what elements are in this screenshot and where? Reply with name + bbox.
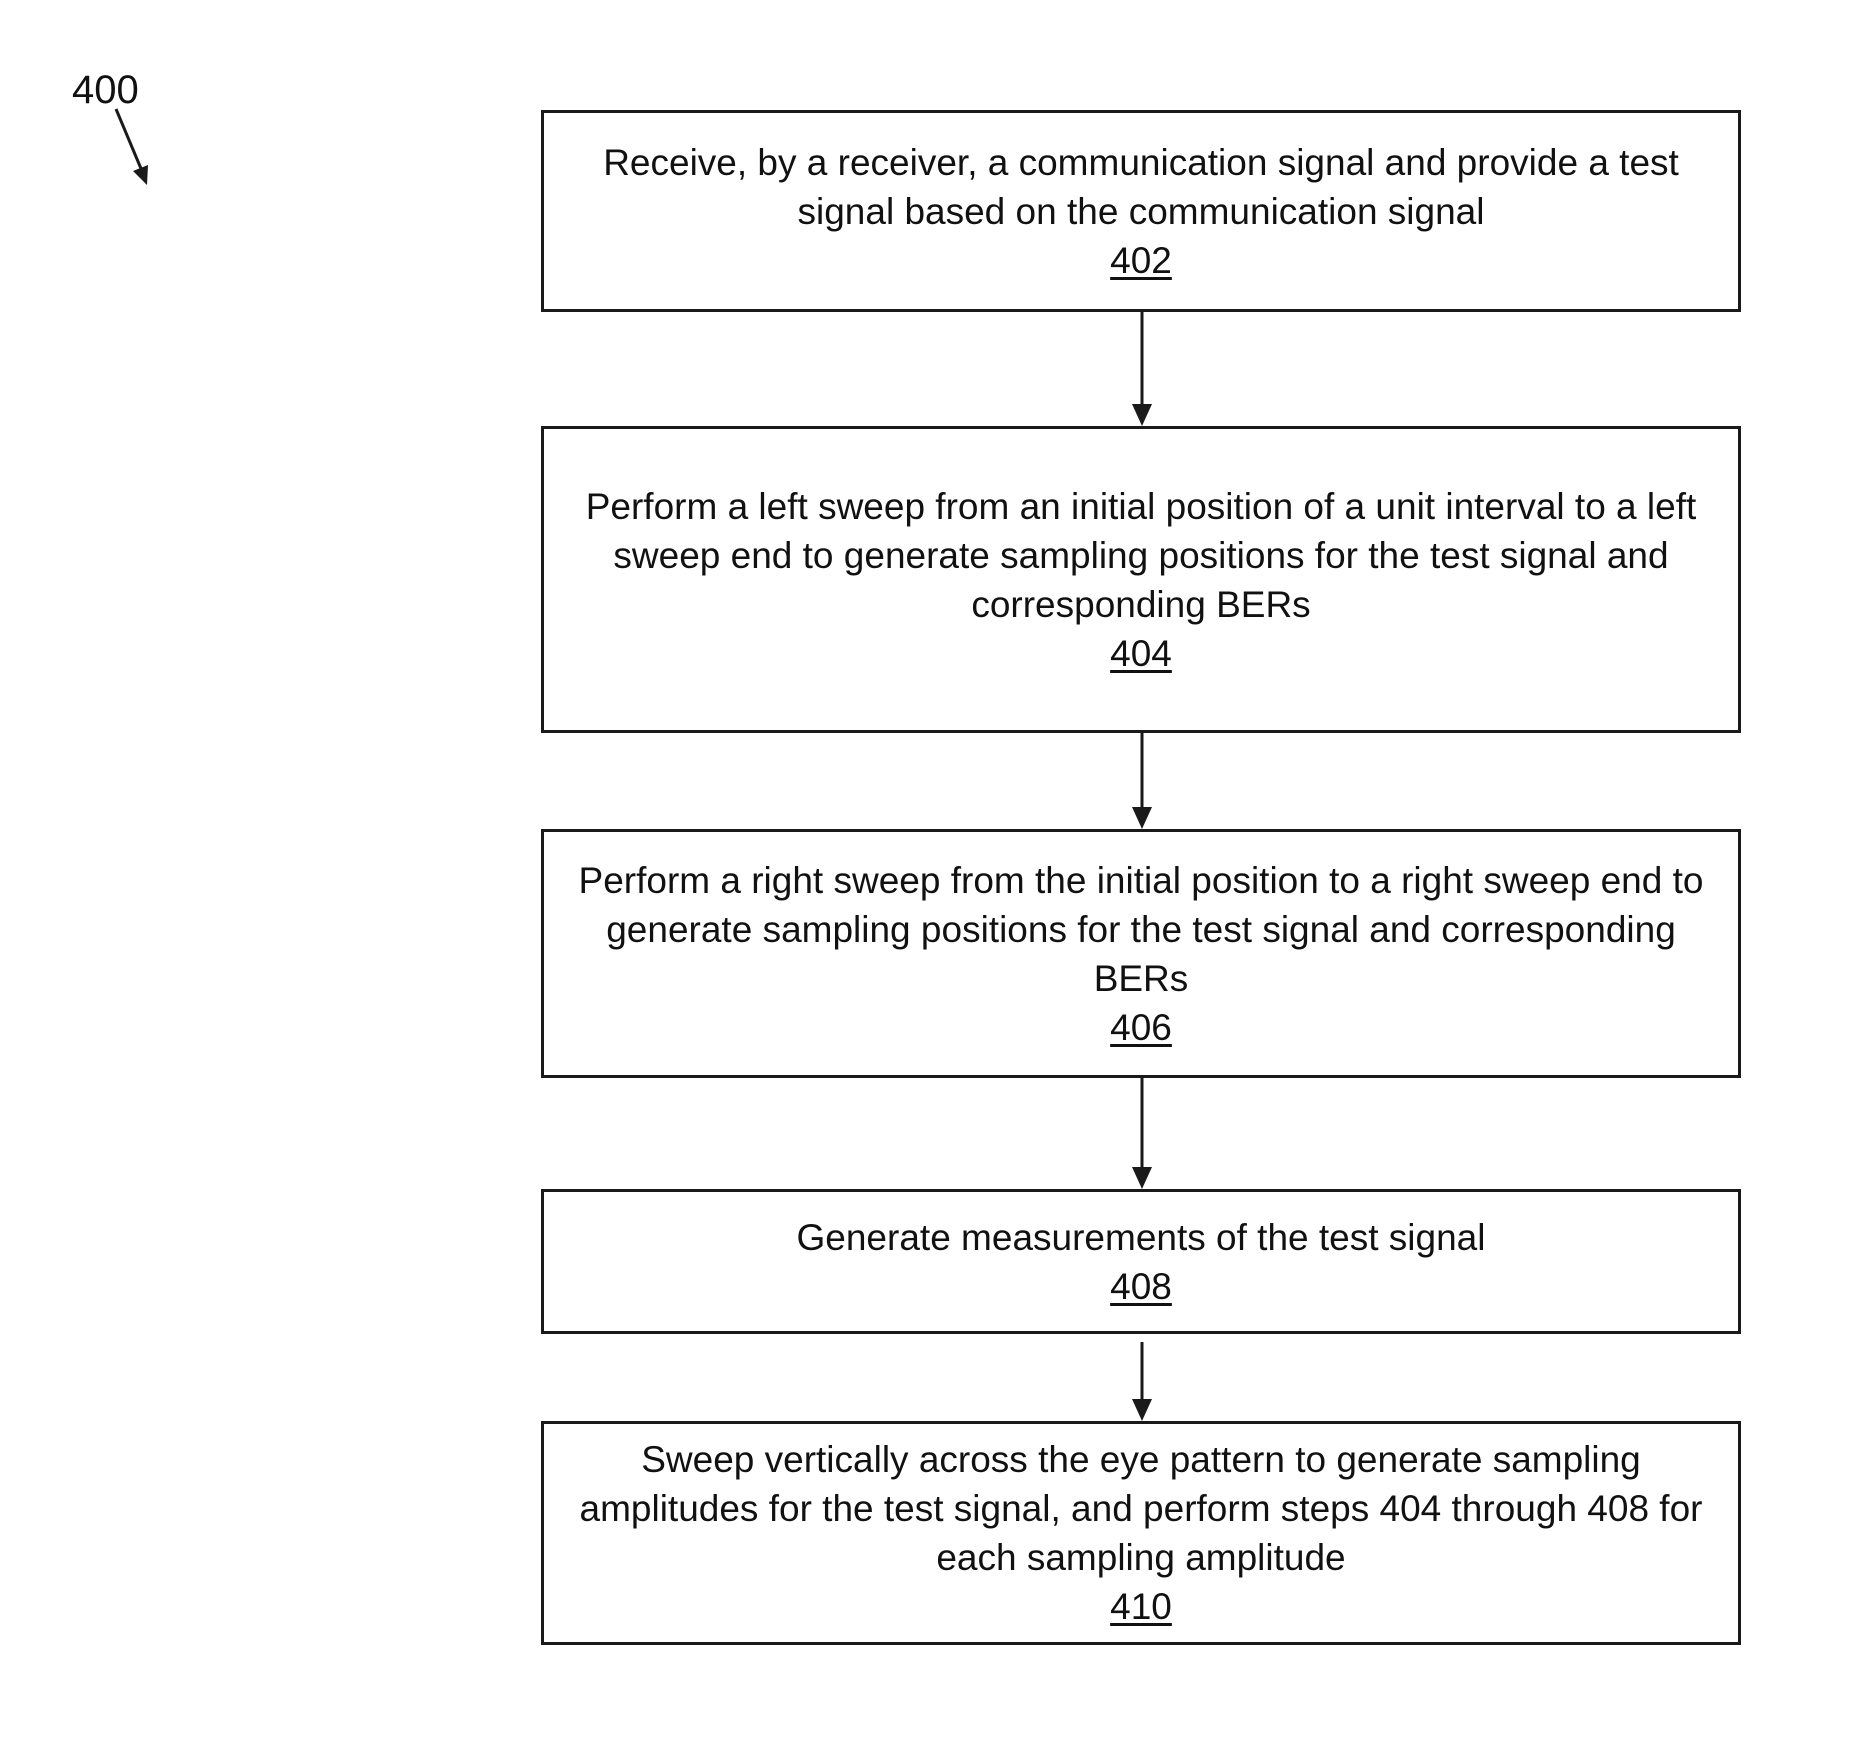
step-box-402: Receive, by a receiver, a communication …	[541, 110, 1741, 312]
step-text: Generate measurements of the test signal	[797, 1213, 1486, 1262]
step-text: Receive, by a receiver, a communication …	[566, 138, 1716, 236]
arrow-408-to-410	[1132, 1342, 1152, 1421]
step-box-406: Perform a right sweep from the initial p…	[541, 829, 1741, 1078]
step-box-404: Perform a left sweep from an initial pos…	[541, 426, 1741, 733]
step-box-408: Generate measurements of the test signal…	[541, 1189, 1741, 1334]
step-text: Perform a right sweep from the initial p…	[566, 856, 1716, 1003]
step-reference-number: 404	[1110, 629, 1172, 678]
arrow-404-to-406	[1132, 733, 1152, 829]
step-text: Perform a left sweep from an initial pos…	[566, 482, 1716, 629]
step-reference-number: 406	[1110, 1003, 1172, 1052]
figure-pointer-arrow-icon	[110, 105, 160, 195]
arrow-406-to-408	[1132, 1078, 1152, 1189]
arrow-402-to-404	[1132, 312, 1152, 426]
step-text: Sweep vertically across the eye pattern …	[566, 1435, 1716, 1582]
step-reference-number: 410	[1110, 1582, 1172, 1631]
step-reference-number: 408	[1110, 1262, 1172, 1311]
step-reference-number: 402	[1110, 236, 1172, 285]
step-box-410: Sweep vertically across the eye pattern …	[541, 1421, 1741, 1645]
